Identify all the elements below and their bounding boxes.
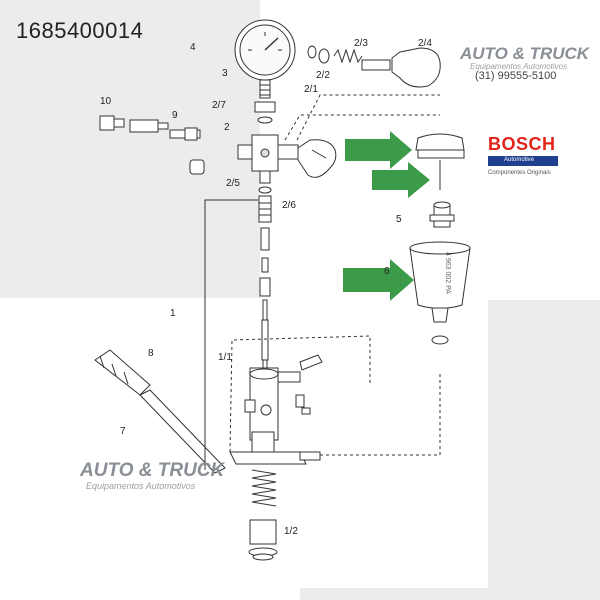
washer-2-2 xyxy=(318,48,330,64)
label-2-4: 2/4 xyxy=(418,38,432,49)
bosch-logo: BOSCH xyxy=(488,134,556,154)
reference-code: 4 963 002 PA xyxy=(444,252,451,294)
label-6: 6 xyxy=(384,266,390,277)
watermark-brand-top: AUTO & TRUCK xyxy=(460,44,590,63)
label-2-5: 2/5 xyxy=(226,178,240,189)
nut-3 xyxy=(254,101,276,113)
product-code: 1685400014 xyxy=(16,18,144,43)
label-2-2: 2/2 xyxy=(316,70,330,81)
arrow-knob xyxy=(345,131,412,169)
label-1-2: 1/2 xyxy=(284,526,298,537)
spring-1-2 xyxy=(251,469,277,507)
background-panel-bottom xyxy=(300,588,600,600)
label-2: 2 xyxy=(224,122,230,133)
valve-knob-2-4 xyxy=(391,47,441,88)
funnel-knob xyxy=(415,133,465,151)
valve-handwheel xyxy=(297,139,337,178)
bosch-logo-bar xyxy=(488,156,558,166)
label-2-6: 2/6 xyxy=(282,200,296,211)
background-panel-right xyxy=(488,300,600,590)
o-ring-2-1 xyxy=(307,45,317,59)
bosch-subtitle: Componentes Originais xyxy=(488,170,551,176)
label-1: 1 xyxy=(170,308,176,319)
washer-2-7 xyxy=(257,116,273,124)
label-5: 5 xyxy=(396,214,402,225)
watermark-brand-bottom: AUTO & TRUCK xyxy=(80,460,225,481)
seal-2-6 xyxy=(258,186,272,194)
fitting-9 xyxy=(129,119,159,133)
spring-2-3 xyxy=(333,48,363,64)
watermark-tagline-bottom: Equipamentos Automotivos xyxy=(86,481,196,491)
label-1-1: 1/1 xyxy=(218,352,232,363)
cup-1-2 xyxy=(249,519,277,545)
label-7: 7 xyxy=(120,426,126,437)
arrow-cup xyxy=(343,259,414,301)
lever-7 xyxy=(139,389,226,474)
label-10: 10 xyxy=(100,96,112,107)
handle-8 xyxy=(94,349,151,396)
label-8: 8 xyxy=(148,348,154,359)
watermark-phone: (31) 99555-5100 xyxy=(475,70,557,82)
bosch-division: Automotive xyxy=(504,157,535,163)
label-9: 9 xyxy=(172,110,178,121)
watermark-tagline-top: Equipamentos Automotivos xyxy=(470,62,568,71)
base-plate xyxy=(229,451,307,465)
label-3: 3 xyxy=(222,68,228,79)
background-panel-top-left xyxy=(0,0,260,298)
label-2-1: 2/1 xyxy=(304,84,318,95)
label-2-3: 2/3 xyxy=(354,38,368,49)
seal-2-5 xyxy=(189,159,205,175)
label-4: 4 xyxy=(190,42,196,53)
fitting-10 xyxy=(99,115,115,131)
arrow-stem xyxy=(372,162,430,198)
label-2-7: 2/7 xyxy=(212,100,226,111)
valve-stem xyxy=(361,59,391,71)
